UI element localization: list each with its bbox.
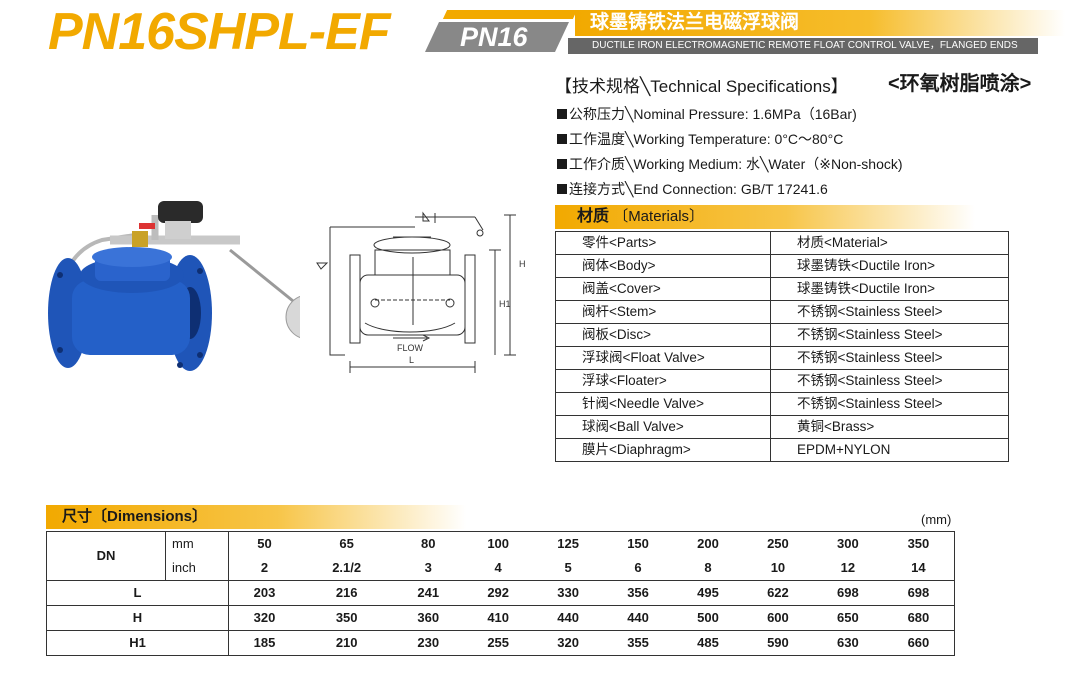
materials-banner <box>555 205 975 229</box>
title-english: DUCTILE IRON ELECTROMAGNETIC REMOTE FLOA… <box>592 40 1018 51</box>
coating-note: <环氧树脂喷涂> <box>888 73 1032 95</box>
table-row-h1: H1 185 210 230 255 320 355 485 590 630 6… <box>46 630 955 656</box>
specs-heading: 【技术规格╲Technical Specifications】 <box>555 77 848 96</box>
materials-table: 零件<Parts>材质<Material> 阀体<Body>球墨铸铁<Ducti… <box>555 231 1009 462</box>
title-chinese: 球墨铸铁法兰电磁浮球阀 <box>590 12 800 33</box>
spec-item: 工作介质╲Working Medium: 水╲Water（※Non-shock) <box>557 152 903 177</box>
dn-label: DN <box>46 531 166 581</box>
table-row-l: L 203 216 241 292 330 356 495 622 698 69… <box>46 580 955 606</box>
dimensions-table: DN mm 50 65 80 100 125 150 200 250 300 3… <box>46 531 955 656</box>
model-title: PN16SHPL-EF <box>48 3 391 61</box>
header-accent-strip <box>442 10 578 19</box>
table-row: 浮球<Floater>不锈钢<Stainless Steel> <box>555 369 1009 393</box>
table-row-inch: inch 2 2.1/2 3 4 5 6 8 10 12 14 <box>47 556 955 581</box>
inch-label: inch <box>165 556 229 581</box>
bullet-square-icon <box>557 184 567 194</box>
valve-photo <box>48 201 300 371</box>
dim-label-h1: H1 <box>499 299 511 309</box>
table-row: 阀体<Body>球墨铸铁<Ductile Iron> <box>555 254 1009 278</box>
materials-title: 材质 〔Materials〕 <box>577 208 705 225</box>
valve-dimension-drawing: FLOW L H H1 <box>316 211 526 373</box>
title-banner <box>575 10 1065 36</box>
mm-label: mm <box>165 531 229 556</box>
dim-label-l: L <box>409 355 414 365</box>
subtitle-banner <box>568 38 1038 54</box>
bullet-square-icon <box>557 134 567 144</box>
table-row: 阀板<Disc>不锈钢<Stainless Steel> <box>555 323 1009 347</box>
pressure-badge-label: PN16 <box>460 22 528 52</box>
bullet-square-icon <box>557 109 567 119</box>
dim-label-h: H <box>519 259 526 269</box>
table-row-mm: DN mm 50 65 80 100 125 150 200 250 300 3… <box>46 531 955 581</box>
flow-label: FLOW <box>397 343 424 353</box>
table-row-h: H 320 350 360 410 440 440 500 600 650 68… <box>46 605 955 631</box>
dimensions-title: 尺寸〔Dimensions〕 <box>62 508 208 525</box>
bullet-square-icon <box>557 159 567 169</box>
table-row: 阀盖<Cover>球墨铸铁<Ductile Iron> <box>555 277 1009 301</box>
table-header-row: 零件<Parts>材质<Material> <box>555 231 1009 255</box>
spec-item: 公称压力╲Nominal Pressure: 1.6MPa（16Bar) <box>557 102 903 127</box>
spec-list: 公称压力╲Nominal Pressure: 1.6MPa（16Bar) 工作温… <box>557 102 903 202</box>
table-row: 膜片<Diaphragm>EPDM+NYLON <box>555 438 1009 462</box>
table-row: 针阀<Needle Valve>不锈钢<Stainless Steel> <box>555 392 1009 416</box>
dimensions-unit: (mm) <box>921 512 952 527</box>
table-row: 阀杆<Stem>不锈钢<Stainless Steel> <box>555 300 1009 324</box>
table-row: 浮球阀<Float Valve>不锈钢<Stainless Steel> <box>555 346 1009 370</box>
table-row: 球阀<Ball Valve>黄铜<Brass> <box>555 415 1009 439</box>
spec-item: 工作温度╲Working Temperature: 0°C～80°C <box>557 127 903 152</box>
dimensions-banner <box>46 505 466 529</box>
spec-item: 连接方式╲End Connection: GB/T 17241.6 <box>557 177 903 202</box>
